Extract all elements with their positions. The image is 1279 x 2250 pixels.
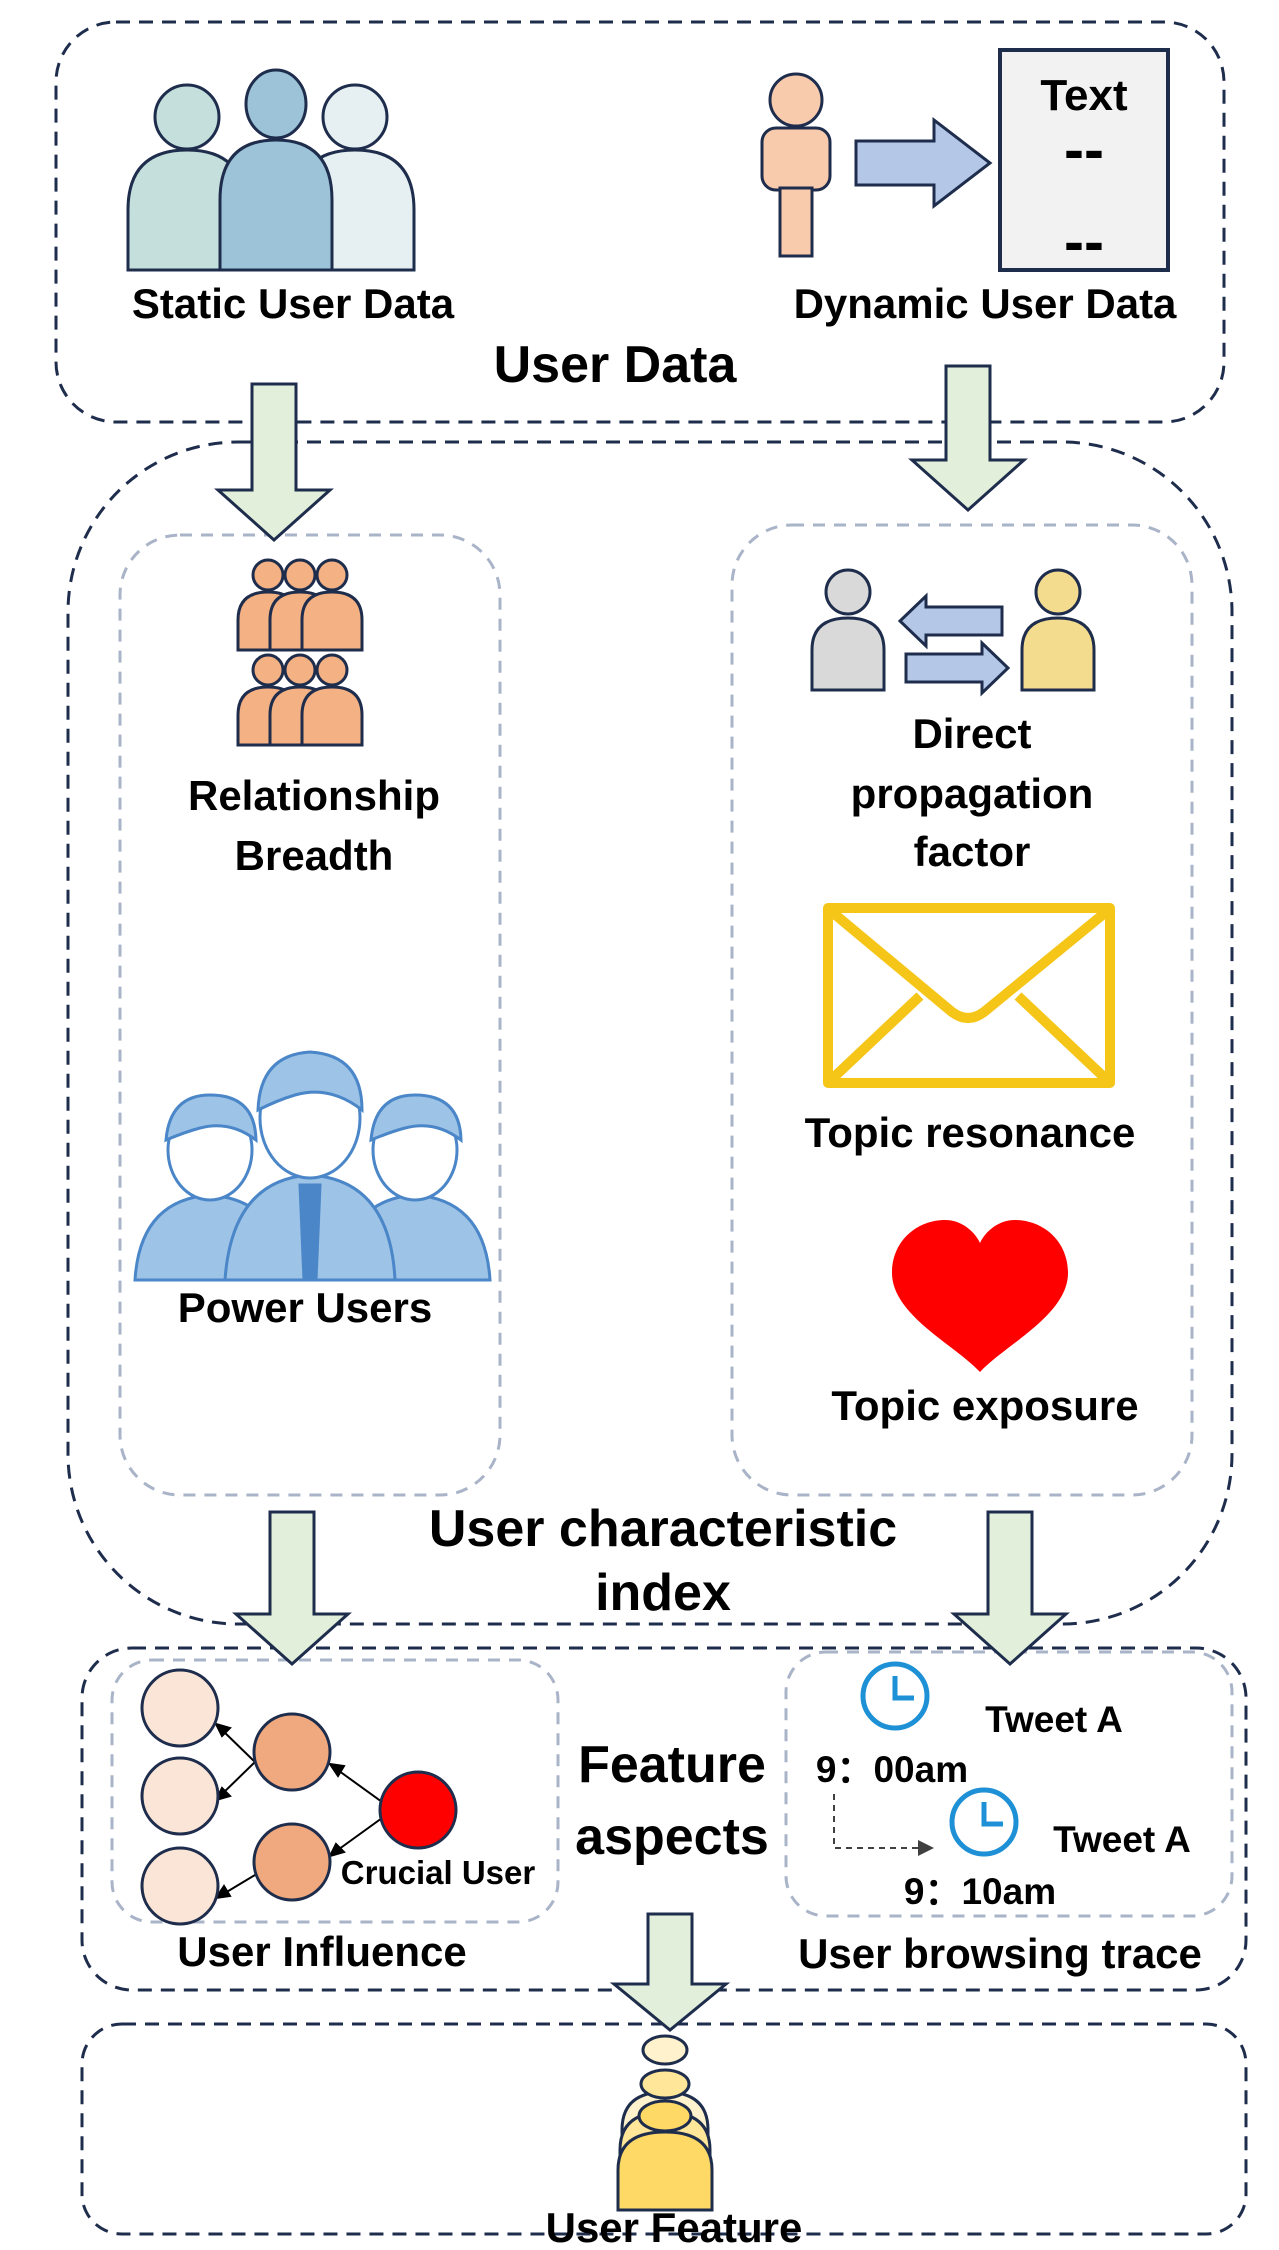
tweet-a-1: Tweet A	[985, 1699, 1123, 1740]
user-feature-label: User Feature	[546, 2204, 803, 2250]
clock-icon	[949, 1787, 1019, 1857]
direct-label-line-1: Direct	[912, 710, 1031, 757]
dynamic-user-data-label: Dynamic User Data	[794, 280, 1177, 327]
down-arrow-influence	[232, 1510, 352, 1667]
dynamic-user-icon	[760, 72, 832, 258]
user-feature-stack-icon	[616, 2034, 714, 2212]
topic-exposure-label: Topic exposure	[831, 1382, 1138, 1429]
text-doc-title: Text	[1040, 71, 1128, 120]
heart-icon	[892, 1220, 1068, 1372]
time-2: 9：10am	[904, 1871, 1056, 1912]
down-arrow-feature	[609, 1912, 731, 2032]
power-users-label: Power Users	[178, 1284, 432, 1331]
power-users-icon	[133, 1050, 492, 1282]
dynamic-feature-panel	[730, 523, 1194, 1497]
relationship-label-line-2: Breadth	[235, 832, 394, 879]
topic-resonance-label: Topic resonance	[805, 1109, 1136, 1156]
data-to-text-arrow	[854, 116, 993, 210]
down-arrow-static	[214, 382, 334, 543]
feature-aspects-line-1: Feature	[578, 1736, 766, 1794]
user-influence-label: User Influence	[177, 1928, 466, 1975]
user-data-title: User Data	[494, 336, 738, 394]
influence-graph-icon	[140, 1668, 458, 1926]
envelope-icon	[823, 903, 1115, 1088]
clock-icon	[860, 1661, 930, 1731]
direct-propagation-icon	[810, 568, 1096, 697]
down-arrow-dynamic	[908, 364, 1028, 513]
crucial-user-label: Crucial User	[341, 1854, 536, 1891]
relationship-label-line-1: Relationship	[188, 772, 440, 819]
relationship-group-icon	[236, 558, 364, 747]
text-doc-line-1: --	[1064, 116, 1104, 183]
direct-label-line-3: factor	[914, 828, 1031, 875]
feature-aspects-line-2: aspects	[575, 1808, 769, 1866]
browsing-path-arrow	[833, 1794, 934, 1856]
text-doc-line-2: --	[1064, 208, 1104, 275]
text-document-icon: Text -- --	[998, 48, 1170, 275]
user-browsing-trace-label: User browsing trace	[798, 1930, 1202, 1977]
crucial-user-node	[378, 1770, 458, 1850]
down-arrow-trace	[950, 1510, 1070, 1667]
static-user-group-icon	[126, 68, 416, 272]
time-1: 9：00am	[816, 1749, 968, 1790]
static-feature-panel	[118, 533, 502, 1497]
user-characteristic-title-line-2: index	[595, 1564, 731, 1622]
direct-label-line-2: propagation	[851, 770, 1094, 817]
tweet-a-2: Tweet A	[1053, 1819, 1191, 1860]
user-characteristic-title-line-1: User characteristic	[429, 1500, 897, 1558]
feature-aspects-box	[80, 1646, 1248, 1992]
static-user-data-label: Static User Data	[132, 280, 455, 327]
user-characteristic-box	[66, 440, 1234, 1626]
